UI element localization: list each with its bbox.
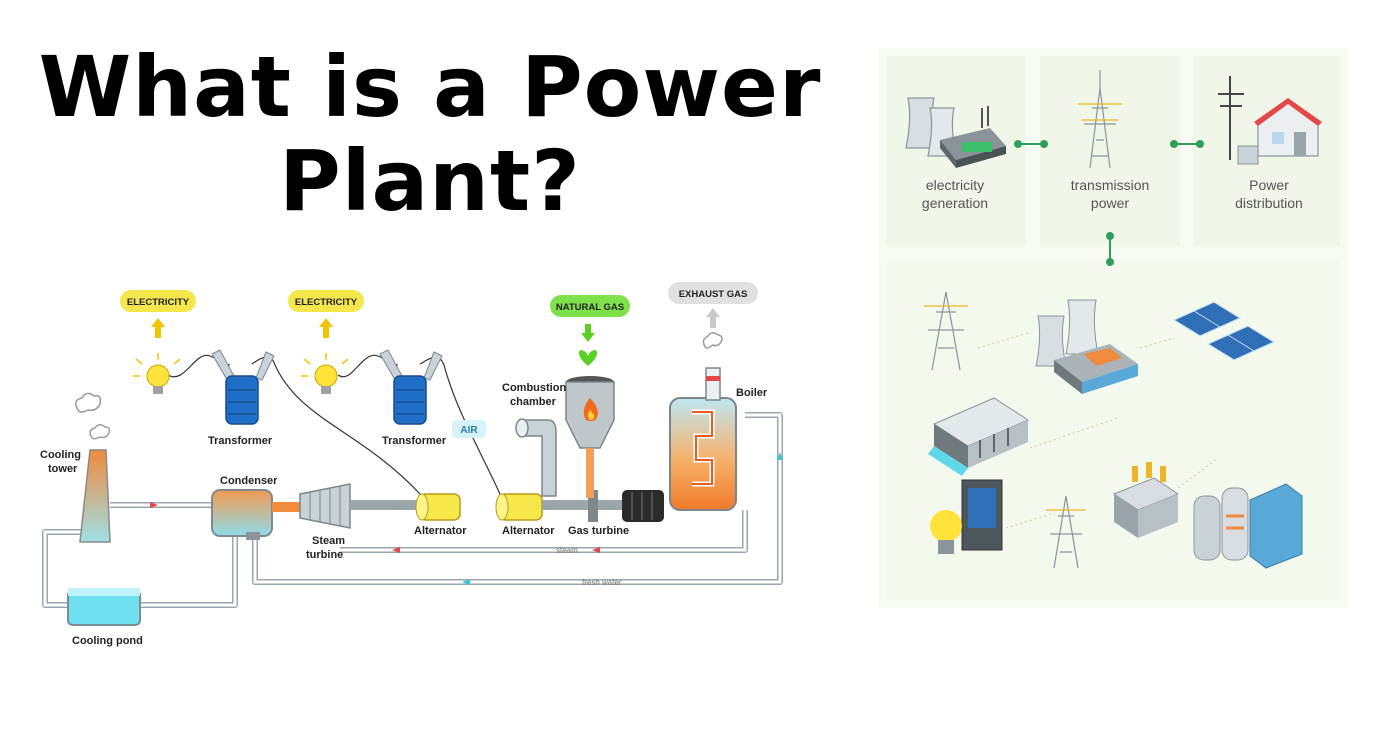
cooling-tower: Cooling tower xyxy=(40,392,111,543)
cooling-pond: Cooling pond xyxy=(67,588,143,647)
gas-turbine-label: Gas turbine xyxy=(568,525,629,537)
air-sign-text: AIR xyxy=(460,425,478,436)
air-sign: AIR xyxy=(452,420,486,438)
boiler: Boiler xyxy=(669,332,768,511)
combustion-chamber-label-2: chamber xyxy=(510,396,557,408)
boiler-label: Boiler xyxy=(736,387,768,399)
transformer-2: Transformer xyxy=(379,349,447,447)
exhaust-gas-sign-text: EXHAUST GAS xyxy=(679,289,748,300)
steam-turbine: Steam turbine xyxy=(299,483,420,561)
light-bulb-icon xyxy=(133,353,181,394)
condenser: Condenser xyxy=(211,475,300,540)
solar-panels-icon xyxy=(1172,301,1276,361)
up-arrow-icon xyxy=(151,318,333,338)
electricity-sign-1-text: ELECTRICITY xyxy=(127,297,190,308)
transmission-lines-icon xyxy=(924,291,968,371)
chain-connectors xyxy=(1014,140,1204,266)
facility-connectors xyxy=(977,332,1219,529)
natural-gas-sign-text: NATURAL GAS xyxy=(556,302,624,313)
generation-label-2: generation xyxy=(922,195,988,211)
electricity-sign-2: ELECTRICITY xyxy=(288,290,364,312)
generation-label: electricity xyxy=(926,177,984,193)
combustion-chamber-label: Combustion xyxy=(502,382,566,394)
light-bulb-icon xyxy=(301,353,349,394)
cooling-tower-label: Cooling xyxy=(40,449,81,461)
alternator-2: Alternator xyxy=(495,493,555,537)
title-line-2: Plant? xyxy=(279,132,581,231)
transmission-label-2: power xyxy=(1091,195,1129,211)
combustion-chamber: Combustion chamber xyxy=(502,376,615,498)
fresh-water-pipe-label: fresh water xyxy=(582,578,622,587)
transformer-1-label: Transformer xyxy=(208,435,273,447)
electricity-sign-2-text: ELECTRICITY xyxy=(295,297,358,308)
transmission-label: transmission xyxy=(1071,177,1150,193)
cooling-pond-label: Cooling pond xyxy=(72,635,143,647)
power-supply-chain-panel: electricity generation transmission powe… xyxy=(878,48,1348,608)
up-arrow-icon xyxy=(706,308,720,328)
steam-turbine-label: Steam xyxy=(312,535,345,547)
power-plant-icon xyxy=(905,97,1006,168)
title-line-1: What is a Power xyxy=(38,38,822,136)
power-plant-diagram: Cooling tower Cooling pond Condenser Ste… xyxy=(40,282,783,647)
house-distribution-icon xyxy=(1218,76,1322,165)
page-title: What is a Power Plant? xyxy=(20,40,840,228)
down-arrow-icon xyxy=(579,324,597,366)
hydroelectric-dam-icon xyxy=(928,397,1030,476)
alternator-1-label: Alternator xyxy=(414,525,467,537)
smart-meter-icon xyxy=(930,479,1003,554)
transformer-2-label: Transformer xyxy=(382,435,447,447)
transmission-tower-icon xyxy=(1078,70,1122,169)
thermal-plant-icon xyxy=(1035,299,1138,394)
distribution-label: Power xyxy=(1249,177,1289,193)
gas-turbine: Gas turbine xyxy=(542,490,664,537)
alternator-1: Alternator xyxy=(414,493,467,537)
steam-turbine-label-2: turbine xyxy=(306,549,343,561)
power-station-icon xyxy=(1193,483,1303,569)
electricity-sign-1: ELECTRICITY xyxy=(120,290,196,312)
substation-transformer-icon xyxy=(1112,462,1180,538)
transformer-1: Transformer xyxy=(208,349,275,447)
power-lines-icon xyxy=(1046,495,1086,569)
steam-pipe-label: steam xyxy=(556,546,578,555)
alternator-2-label: Alternator xyxy=(502,525,555,537)
distribution-label-2: distribution xyxy=(1235,195,1303,211)
natural-gas-sign: NATURAL GAS xyxy=(550,295,630,317)
exhaust-gas-sign: EXHAUST GAS xyxy=(668,282,758,304)
condenser-label: Condenser xyxy=(220,475,278,487)
cooling-tower-label-2: tower xyxy=(48,463,78,475)
